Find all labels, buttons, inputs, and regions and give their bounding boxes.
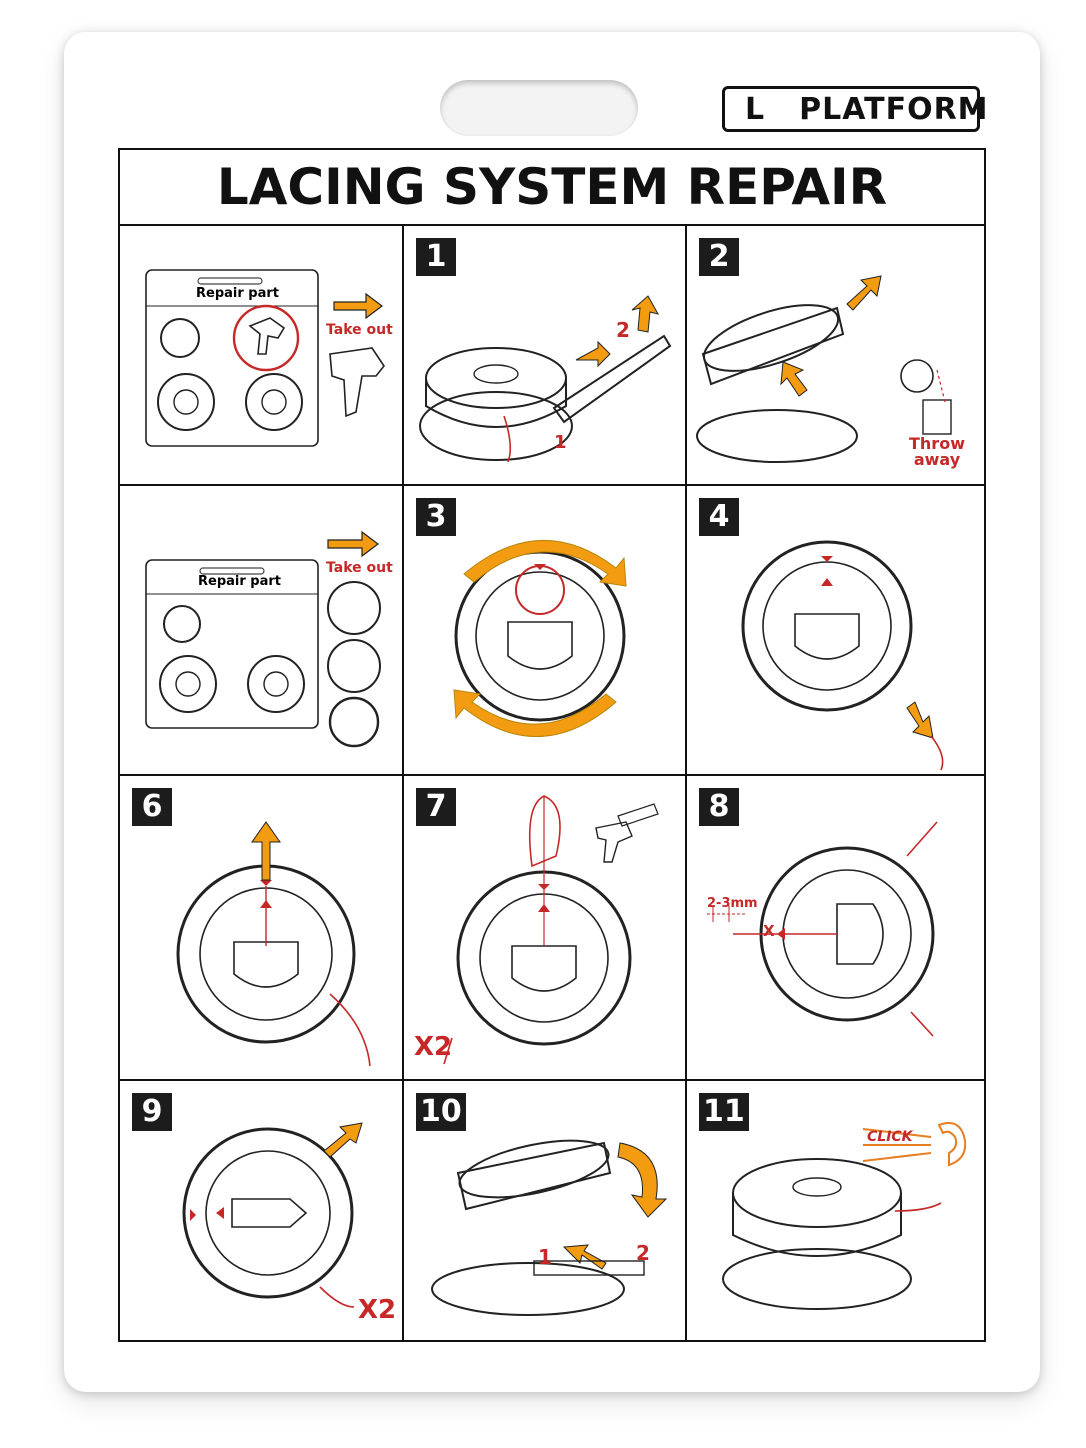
step-3-illustration [453, 540, 627, 737]
take-out-label: Take out [326, 322, 393, 338]
instruction-sheet: LACING SYSTEM REPAIR Repair part Take ou… [118, 148, 986, 1342]
repeat-label: X2 [414, 1032, 453, 1062]
step-9-panel: 9 X2 [120, 1081, 402, 1342]
repair-kit-illustration [145, 269, 385, 447]
callout-label: 1 [554, 432, 567, 453]
step-1-illustration [419, 295, 672, 463]
gap-label: 2-3mm [707, 896, 758, 911]
grid-divider [120, 774, 984, 776]
grid-divider [402, 226, 404, 1342]
grid-divider [120, 1079, 984, 1081]
callout-label: Throw [909, 434, 965, 453]
step-1-panel: 1 2 1 [404, 226, 685, 484]
repair-part-label: Repair part [196, 286, 280, 301]
intro-panel-a: Repair part Take out [120, 226, 402, 484]
callout-label: 2 [636, 1241, 650, 1265]
step-2-panel: 2 Throw away [687, 226, 984, 484]
step-number: 3 [416, 498, 456, 536]
grid-divider [120, 484, 984, 486]
step-9-illustration [182, 1122, 363, 1308]
step-number: 11 [699, 1093, 749, 1131]
hang-hole [440, 80, 638, 136]
step-10-panel: 10 1 2 [404, 1081, 685, 1342]
step-3-panel: 3 [404, 486, 685, 774]
mark-label: X [763, 922, 775, 940]
step-4-panel: 4 [687, 486, 984, 774]
step-7-illustration [443, 795, 659, 1065]
repeat-label: X2 [358, 1295, 397, 1325]
step-8-panel: 8 2-3mm X [687, 776, 984, 1079]
take-out-label: Take out [326, 560, 393, 576]
step-number: 6 [132, 788, 172, 826]
step-6-panel: 6 [120, 776, 402, 1079]
step-2-illustration [696, 275, 952, 463]
repair-part-label: Repair part [198, 574, 282, 589]
step-number: 9 [132, 1093, 172, 1131]
step-10-illustration [431, 1139, 668, 1316]
step-11-illustration [722, 1122, 967, 1310]
instruction-card [64, 32, 1040, 1392]
step-number: 1 [416, 238, 456, 276]
step-number: 10 [416, 1093, 466, 1131]
step-number: 4 [699, 498, 739, 536]
intro-panel-b: Repair part Take out [120, 486, 402, 774]
grid-divider [685, 226, 687, 1342]
repair-kit-illustration [145, 530, 381, 748]
step-11-panel: 11 CLICK [687, 1081, 984, 1342]
callout-label: 2 [616, 318, 630, 342]
page-title: LACING SYSTEM REPAIR [120, 150, 984, 226]
click-label: CLICK [867, 1129, 913, 1145]
step-number: 7 [416, 788, 456, 826]
throw-away-label: Throw away [909, 436, 965, 468]
callout-label: 1 [538, 1245, 552, 1269]
step-6-illustration [176, 821, 371, 1067]
step-number: 2 [699, 238, 739, 276]
step-4-illustration [741, 540, 944, 771]
step-7-panel: 7 X2 [404, 776, 685, 1079]
platform-label: PLATFORM [799, 91, 989, 127]
callout-label: away [913, 450, 961, 469]
size-label: L [745, 91, 766, 127]
step-8-illustration [707, 821, 938, 1037]
size-tag: L PLATFORM [722, 86, 988, 132]
step-number: 8 [699, 788, 739, 826]
